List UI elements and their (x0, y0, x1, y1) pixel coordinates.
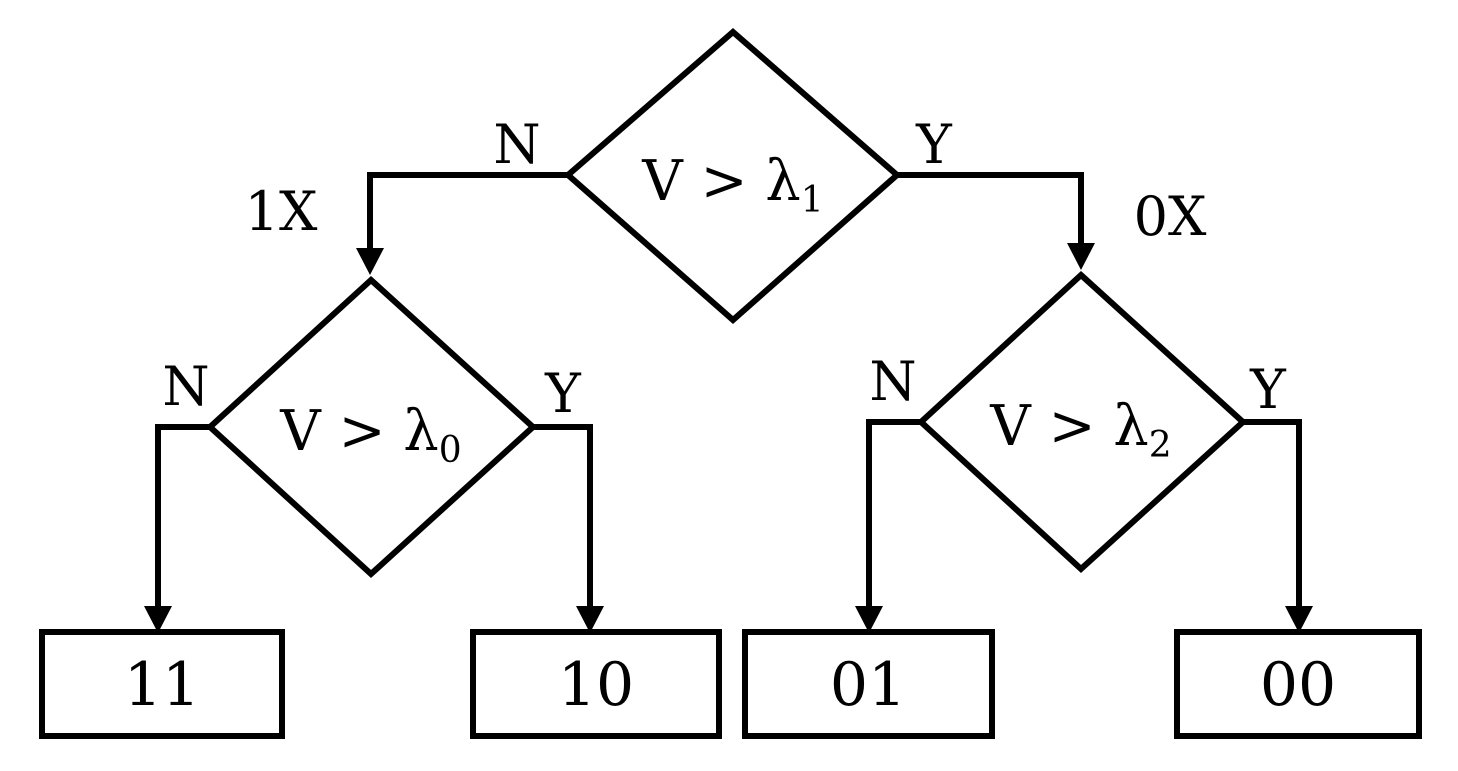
output-box-10-shape (470, 629, 722, 739)
output-box-01: 01 (742, 629, 995, 739)
decision-left: V > λ0 (205, 275, 538, 579)
arrowhead-right-no (855, 606, 883, 633)
output-label-10: 10 (558, 650, 634, 720)
edge-code-top-no: 1X (245, 180, 318, 243)
output-label-11: 11 (124, 650, 200, 720)
branch-label-top-yes: Y (915, 113, 953, 176)
arrowhead-top-yes (1067, 243, 1095, 270)
output-box-00-shape (1174, 629, 1422, 739)
output-box-10: 10 (470, 629, 722, 739)
edge-left-yes (533, 424, 593, 608)
output-label-01: 01 (830, 650, 906, 720)
branch-label-right-no: N (869, 350, 916, 413)
output-box-01-shape (742, 629, 995, 739)
edge-top-no (367, 172, 568, 250)
branch-label-right-yes: Y (1249, 358, 1287, 421)
decision-right-shape (916, 270, 1248, 574)
arrowhead-right-yes (1285, 606, 1313, 633)
output-box-11-shape (39, 629, 285, 739)
decision-top: V > λ1 (563, 28, 902, 324)
arrowhead-left-no (144, 606, 172, 633)
edge-top-yes (897, 172, 1084, 245)
decision-left-label: V > λ0 (279, 399, 461, 471)
decision-right-label: V > λ2 (989, 394, 1171, 466)
decision-top-label: V > λ1 (641, 149, 823, 221)
branch-label-left-no: N (162, 355, 209, 418)
decision-top-shape (563, 28, 902, 324)
decision-right: V > λ2 (916, 270, 1248, 574)
arrowhead-top-no (356, 248, 384, 275)
arrowhead-left-yes (576, 606, 604, 633)
branch-label-left-yes: Y (544, 362, 582, 425)
edge-left-no (155, 424, 210, 608)
decision-left-shape (205, 275, 538, 579)
output-label-00: 00 (1260, 650, 1336, 720)
branch-label-top-no: N (493, 113, 540, 176)
output-box-00: 00 (1174, 629, 1422, 739)
edge-code-top-yes: 0X (1134, 185, 1207, 248)
output-box-11: 11 (39, 629, 285, 739)
edge-right-yes (1243, 419, 1302, 608)
edge-right-no (866, 419, 921, 608)
